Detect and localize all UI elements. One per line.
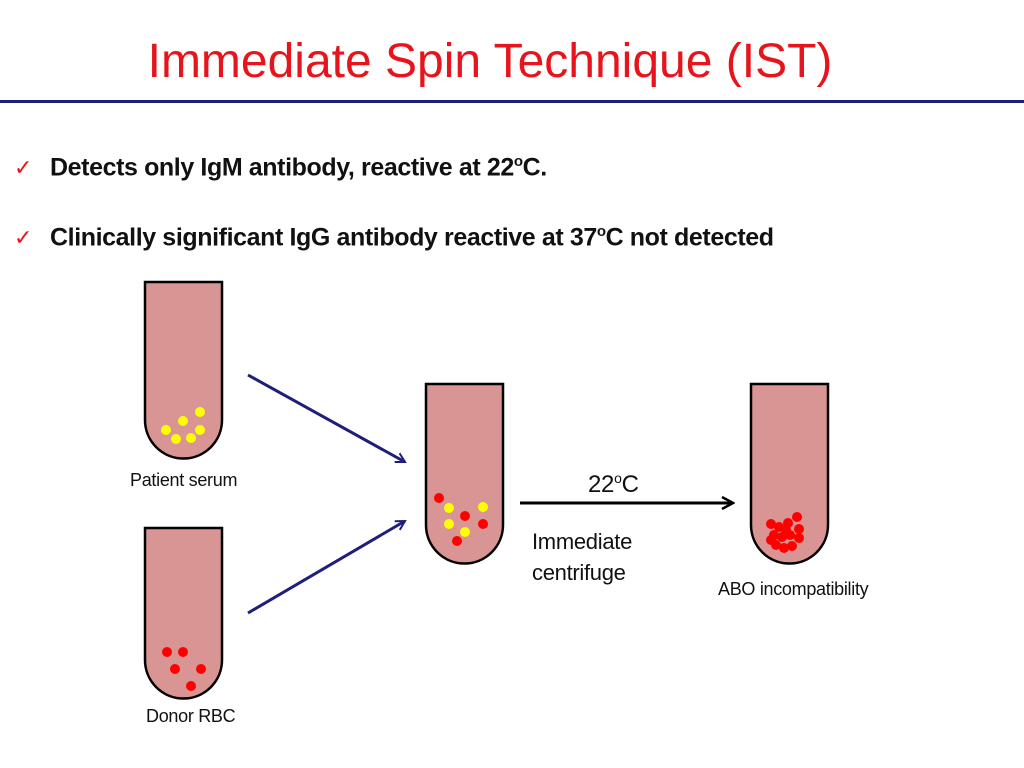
- title-divider: [0, 100, 1024, 103]
- rbc-dot: [478, 519, 488, 529]
- antibody-dot: [195, 407, 205, 417]
- antibody-dot: [186, 433, 196, 443]
- rbc-dot: [196, 664, 206, 674]
- bullet-text: Clinically significant IgG antibody reac…: [50, 223, 774, 252]
- rbc-dot: [162, 647, 172, 657]
- rbc-dot: [170, 664, 180, 674]
- tube-donor-rbc: [143, 526, 224, 700]
- label-immediate-centrifuge: Immediate centrifuge: [532, 529, 633, 585]
- label-patient-serum: Patient serum: [130, 470, 238, 490]
- arrow-serum-to-mix: [247, 373, 405, 464]
- checkmark-icon: ✓: [14, 155, 33, 180]
- antibody-dot: [178, 416, 188, 426]
- bullet-igm: ✓ Detects only IgM antibody, reactive at…: [14, 150, 547, 186]
- rbc-dot: [460, 511, 470, 521]
- rbc-dot: [186, 681, 196, 691]
- label-abo-incompatibility: ABO incompatibility: [718, 579, 869, 599]
- tube-mixed: [424, 382, 505, 565]
- rbc-dot: [178, 647, 188, 657]
- antibody-dot: [444, 519, 454, 529]
- bullet-text: Detects only IgM antibody, reactive at 2…: [50, 153, 547, 182]
- rbc-dot: [434, 493, 444, 503]
- label-temperature: 22oC: [588, 470, 639, 498]
- tube-result: [749, 382, 830, 565]
- checkmark-icon: ✓: [14, 225, 33, 250]
- antibody-dot: [171, 434, 181, 444]
- slide-title: Immediate Spin Technique (IST): [147, 35, 833, 88]
- antibody-dot: [161, 425, 171, 435]
- antibody-dot: [460, 527, 470, 537]
- agglutination-clump: [766, 512, 804, 553]
- rbc-dot: [452, 536, 462, 546]
- bullet-igg: ✓ Clinically significant IgG antibody re…: [14, 220, 774, 256]
- arrow-rbc-to-mix: [247, 519, 405, 615]
- tube-patient-serum: [143, 280, 224, 460]
- antibody-dot: [195, 425, 205, 435]
- label-donor-rbc: Donor RBC: [146, 706, 236, 726]
- antibody-dot: [478, 502, 488, 512]
- antibody-dot: [444, 503, 454, 513]
